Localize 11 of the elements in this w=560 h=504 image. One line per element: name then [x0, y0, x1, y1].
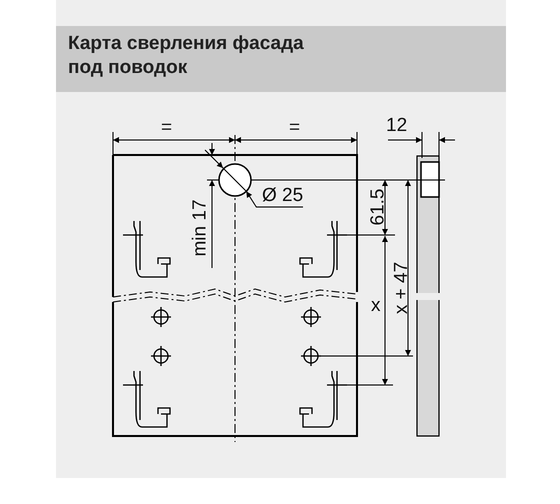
leader-line: [246, 190, 304, 208]
drill-hole: [218, 163, 252, 197]
diameter-label: Ø 25: [262, 186, 304, 206]
dimension-value: 12: [386, 116, 408, 136]
dimension-value: =: [161, 118, 172, 138]
dimension-value: 61.5: [368, 188, 388, 226]
dimension-value: x + 47: [392, 262, 412, 314]
title: Карта сверления фасада под поводок: [68, 32, 305, 80]
dimension-value: x: [371, 296, 380, 316]
dimension-value: min 17: [190, 199, 210, 257]
dimension-value: =: [289, 118, 300, 138]
